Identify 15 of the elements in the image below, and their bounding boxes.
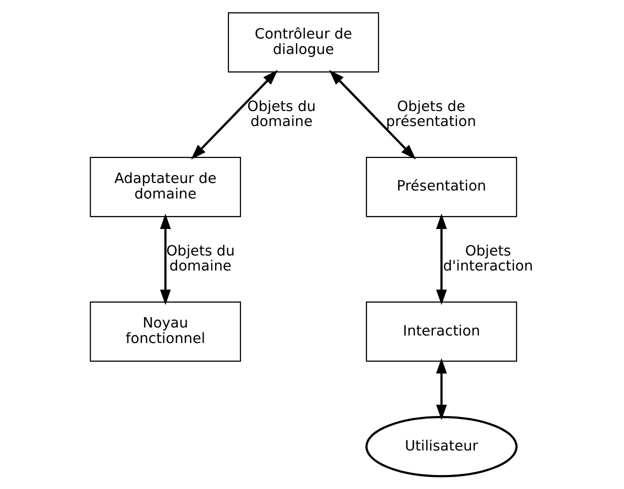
arrow bbox=[328, 70, 416, 160]
edge-label: Objets d'interaction bbox=[442, 243, 533, 275]
node-box: Noyau fonctionnel bbox=[89, 301, 241, 362]
arrow bbox=[436, 214, 446, 306]
edge-label: Objets du domaine bbox=[166, 243, 234, 275]
arrow bbox=[160, 214, 170, 306]
node-ellipse: Utilisateur bbox=[364, 416, 518, 478]
edge-label: Objets de présentation bbox=[386, 98, 476, 130]
node-box: Présentation bbox=[365, 156, 517, 218]
arrow bbox=[190, 70, 278, 160]
node-box: Interaction bbox=[365, 301, 517, 362]
arrow bbox=[436, 358, 446, 420]
node-box: Adaptateur de domaine bbox=[89, 156, 241, 218]
edge-label: Objets du domaine bbox=[246, 98, 316, 130]
node-box: Contrôleur de dialogue bbox=[227, 12, 379, 72]
